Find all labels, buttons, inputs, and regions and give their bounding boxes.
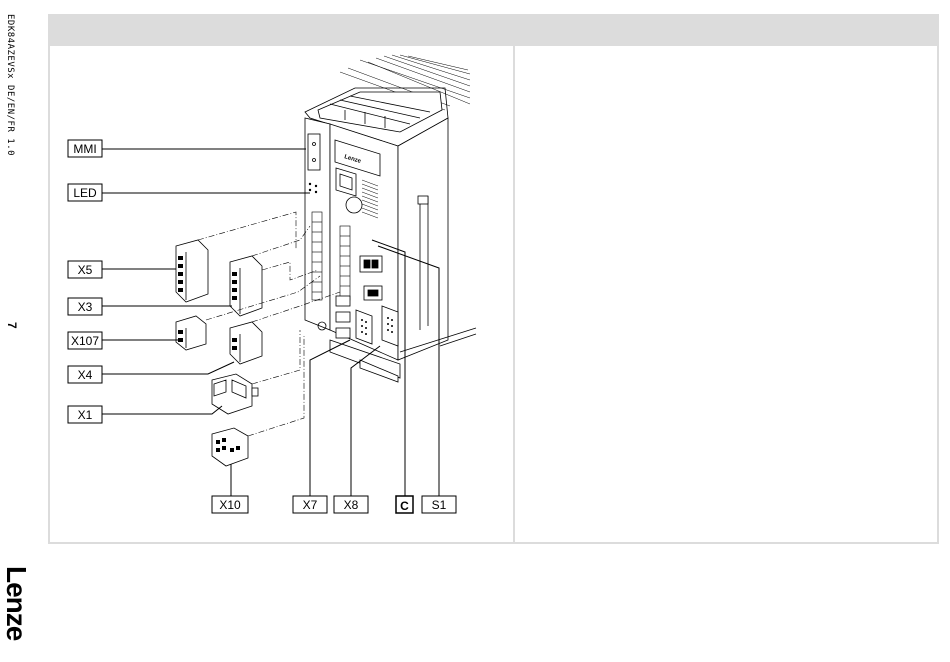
callout-led-text: LED [73,186,97,200]
plug-x4 [230,322,262,364]
callout-c: C [396,496,413,513]
callout-x8-text: X8 [344,498,359,512]
callout-mmi-text: MMI [73,142,96,156]
callout-x10: X10 [212,496,248,513]
callout-x107-text: X107 [71,334,99,348]
callout-x4-text: X4 [78,368,93,382]
callout-x3-text: X3 [78,300,93,314]
callout-x1: X1 [68,406,102,423]
callout-x7: X7 [293,496,327,513]
drive-unit [305,55,476,382]
callout-x7-text: X7 [303,498,318,512]
callout-led: LED [68,184,102,201]
callout-c-text: C [400,499,409,513]
plug-x107 [176,316,206,350]
callout-x1-text: X1 [78,408,93,422]
callout-x5: X5 [68,261,102,278]
plug-x3 [230,256,262,316]
plug-x5 [176,240,208,302]
callout-s1-text: S1 [432,498,447,512]
callout-x107: X107 [68,332,102,349]
callout-x5-text: X5 [78,263,93,277]
plug-x10 [212,428,248,466]
callout-x10-text: X10 [219,498,241,512]
callout-x4: X4 [68,366,102,383]
callout-x3: X3 [68,298,102,315]
callout-mmi: MMI [68,140,102,157]
callout-s1: S1 [422,496,456,513]
callout-x8: X8 [334,496,368,513]
